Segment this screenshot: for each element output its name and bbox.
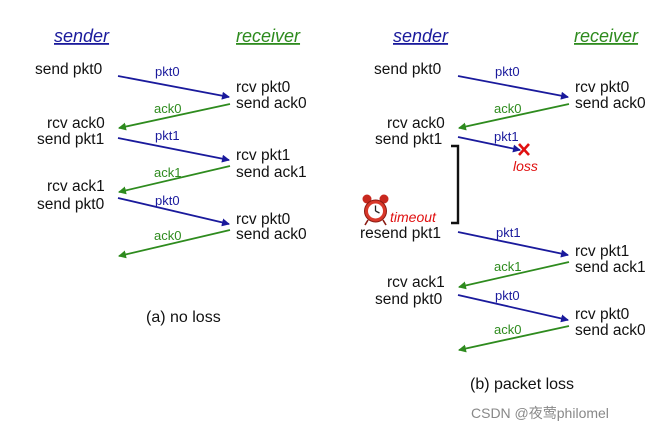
ack-arrow [458,325,570,353]
sender-event: rcv ack1 [387,274,445,291]
ack-label: ack0 [494,322,521,337]
x-mark-icon [518,143,530,156]
ack-label: ack1 [154,165,181,180]
ack-arrow [118,229,231,259]
ack-arrow [118,165,231,195]
pkt-arrow [117,137,230,163]
watermark: CSDN @夜莺philomel [471,405,609,421]
receiver-event: send ack1 [236,164,307,181]
pkt-label: pkt1 [496,225,521,240]
pkt-label: pkt1 [155,128,180,143]
receiver-event: send ack1 [575,259,646,276]
alarm-clock-icon [362,194,389,226]
receiver-event: send ack0 [236,95,307,112]
receiver-event: rcv pkt0 [575,306,630,323]
ack-arrow [118,103,231,131]
sender-event: send pkt0 [37,196,105,213]
ack-label: ack0 [154,101,181,116]
receiver-event: rcv pkt0 [575,79,630,96]
sender-event: rcv ack1 [47,178,105,195]
sender-heading: sender [54,26,110,46]
pkt-label: pkt0 [495,64,520,79]
sender-event: send pkt0 [35,61,103,78]
pkt-label: pkt0 [155,193,180,208]
pkt-label: pkt1 [494,129,519,144]
sender-heading: sender [393,26,449,46]
caption: (b) packet loss [470,376,574,393]
sender-event: send pkt1 [375,131,442,148]
sender-event: rcv ack0 [387,115,445,132]
loss-label: loss [513,158,538,174]
ack-arrow [458,103,570,131]
receiver-event: send ack0 [236,226,307,243]
ack-arrow [458,261,570,290]
panel-no-loss: sender receiver send pkt0 rcv pkt0 send … [35,26,307,326]
ack-label: ack1 [494,259,521,274]
pkt-arrow [457,231,569,258]
sender-event: send pkt0 [374,61,442,78]
ack-label: ack0 [154,228,181,243]
receiver-event: rcv pkt1 [236,147,290,164]
ack-label: ack0 [494,101,521,116]
pkt-arrow [117,197,230,227]
pkt-arrow [117,75,230,100]
pkt-label: pkt0 [155,64,180,79]
pkt-label: pkt0 [495,288,520,303]
receiver-event: send ack0 [575,322,646,339]
receiver-event: rcv pkt0 [236,211,291,228]
receiver-event: send ack0 [575,95,646,112]
receiver-event: rcv pkt0 [236,79,291,96]
lost-pkt-arrow [457,136,521,153]
pkt-arrow [457,75,569,100]
receiver-heading: receiver [574,26,639,46]
timer-bracket [451,144,460,225]
panel-packet-loss: sender receiver send pkt0 rcv pkt0 send … [360,26,646,393]
timeout-label: timeout [390,209,437,225]
sender-event: rcv ack0 [47,115,105,132]
sender-event: send pkt0 [375,291,443,308]
receiver-event: rcv pkt1 [575,243,629,260]
sender-event: resend pkt1 [360,225,441,242]
caption: (a) no loss [146,309,221,326]
sender-event: send pkt1 [37,131,104,148]
receiver-heading: receiver [236,26,301,46]
pkt-arrow [457,294,569,323]
